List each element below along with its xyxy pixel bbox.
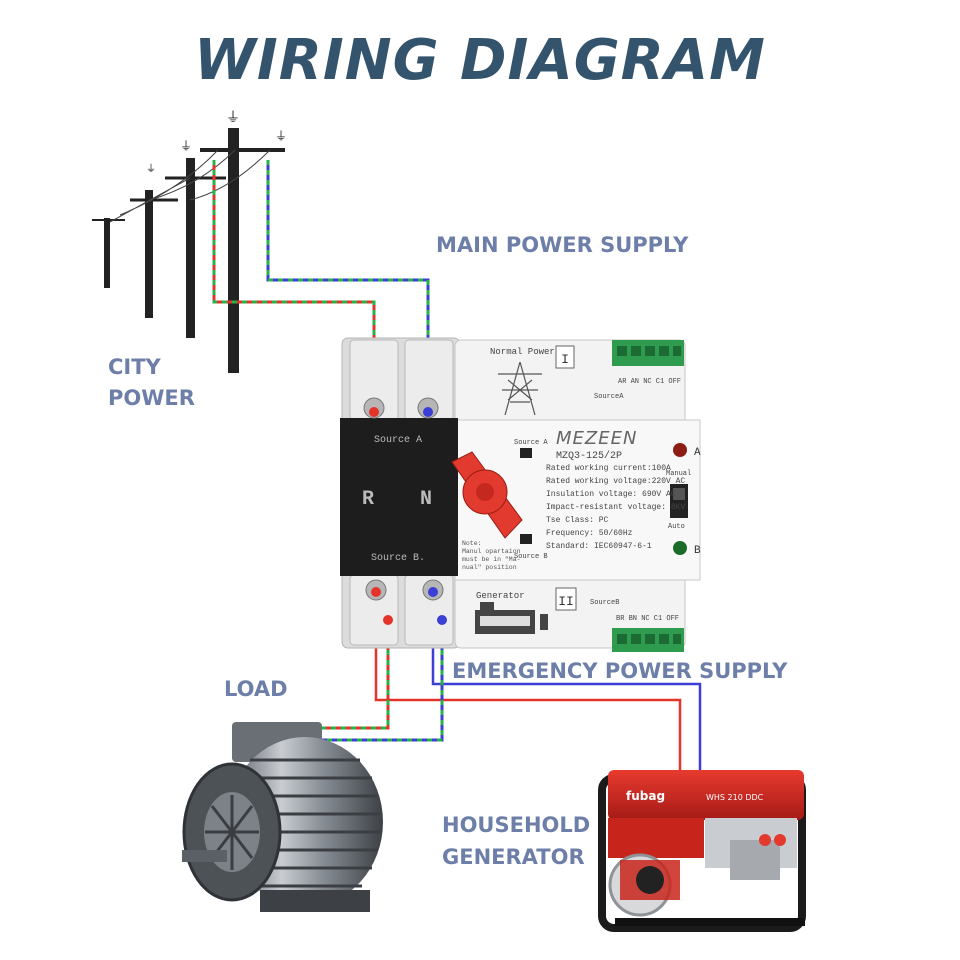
svg-text:⏚: ⏚ xyxy=(180,139,192,153)
generator-pixel-icon xyxy=(475,602,548,634)
load-label: LOAD xyxy=(224,677,288,701)
rotary-handle[interactable] xyxy=(451,451,523,539)
dial-source-b: Source B xyxy=(514,553,548,561)
transmission-tower-icon xyxy=(498,361,542,416)
spec-list: Rated working current:100A Rated working… xyxy=(546,464,685,551)
svg-text:Note:: Note: xyxy=(462,540,482,547)
power-poles: ⏚ ⏚ ⏚ ⏚ xyxy=(92,109,287,373)
terminal-n: N xyxy=(420,488,432,511)
svg-text:⏚: ⏚ xyxy=(146,163,156,175)
indicator-b-light xyxy=(673,541,687,555)
normal-power-label: Normal Power xyxy=(490,347,555,357)
city-power-label-line2: POWER xyxy=(108,386,195,410)
svg-text:⏚: ⏚ xyxy=(275,129,287,143)
svg-text:nual" position: nual" position xyxy=(462,564,517,571)
spec-line: Rated working voltage:220V AC xyxy=(546,477,685,486)
indicator-b-label: B xyxy=(694,545,701,557)
spec-line: Standard: IEC60947-6-1 xyxy=(546,542,652,551)
svg-text:⏚: ⏚ xyxy=(226,109,240,125)
main-power-supply-label: MAIN POWER SUPPLY xyxy=(436,233,689,257)
page-title: WIRING DIAGRAM xyxy=(194,28,766,93)
spec-line: Impact-resistant voltage: 8KV xyxy=(546,503,685,512)
household-generator-label-line1: HOUSEHOLD xyxy=(442,813,591,837)
spec-line: Insulation voltage: 690V AC xyxy=(546,490,676,499)
spec-line: Rated working current:100A xyxy=(546,464,671,473)
note-text: Note: Manul opartaion must be in "Ma- nu… xyxy=(462,540,521,571)
svg-text:Manul opartaion: Manul opartaion xyxy=(462,548,521,555)
roman-two: II xyxy=(558,594,574,609)
source-a-small: SourceA xyxy=(594,393,624,401)
model-number: MZQ3-125/2P xyxy=(556,450,622,462)
household-generator: fubag WHS 210 DDC xyxy=(598,770,806,932)
source-a-label: Source A xyxy=(374,435,422,446)
manual-label: Manual xyxy=(666,470,691,478)
emergency-power-supply-label: EMERGENCY POWER SUPPLY xyxy=(452,659,788,683)
terminal-labels-b: BR BN NC C1 OFF xyxy=(616,615,679,623)
brand-name: MEZEEN xyxy=(556,428,637,449)
spec-line: Tse Class: PC xyxy=(546,516,609,525)
electric-motor xyxy=(182,722,383,912)
auto-label: Auto xyxy=(668,523,685,531)
source-b-small: SourceB xyxy=(590,599,619,607)
source-b-label: Source B. xyxy=(371,553,425,564)
dial-source-a: Source A xyxy=(514,439,548,447)
transfer-switch: Source A Source B. R N Normal Power Gene… xyxy=(340,337,701,652)
city-power-label-line1: CITY xyxy=(108,355,161,379)
household-generator-label-line2: GENERATOR xyxy=(442,845,585,869)
svg-text:must be in "Ma-: must be in "Ma- xyxy=(462,556,521,563)
generator-label: Generator xyxy=(476,591,525,601)
generator-model: WHS 210 DDC xyxy=(706,793,764,802)
generator-brand: fubag xyxy=(626,789,665,803)
spec-line: Frequency: 50/60Hz xyxy=(546,529,633,538)
roman-one: I xyxy=(561,352,569,367)
terminal-labels-a: AR AN NC C1 OFF xyxy=(618,378,681,386)
terminal-r: R xyxy=(362,488,374,511)
indicator-a-light xyxy=(673,443,687,457)
indicator-a-label: A xyxy=(694,447,701,459)
